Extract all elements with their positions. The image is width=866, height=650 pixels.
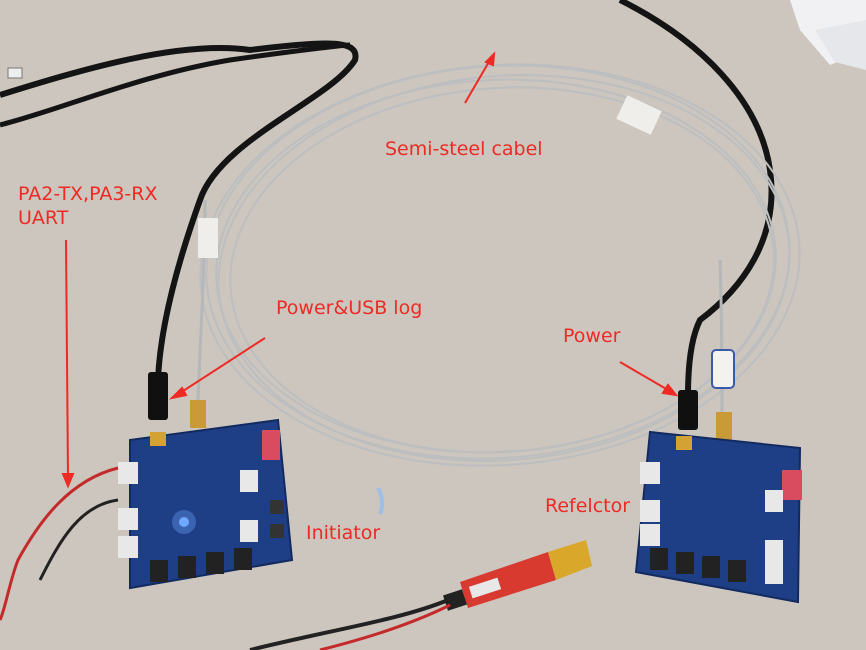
initiator-board [118, 418, 294, 590]
small-connector [7, 67, 23, 79]
reflector-board [634, 430, 802, 604]
black-cable [0, 42, 351, 128]
reflector-label: Refelctor [545, 495, 631, 517]
paper-sheet [815, 20, 866, 70]
uart-pins-text: PA2-TX,PA3-RX [18, 183, 158, 205]
power-usb-log-label: Power&USB log [276, 297, 423, 319]
power-label: Power [563, 325, 621, 347]
usb-plug [148, 372, 168, 420]
uart-text: UART [18, 207, 69, 229]
steel-cable-lead [718, 259, 724, 416]
annotation-arrows [61, 51, 679, 489]
black-cable [0, 40, 359, 381]
cable-tie [376, 487, 385, 515]
usb-dongle-wire [319, 603, 451, 650]
usb-dongle-wire [249, 598, 449, 650]
sma-connector [716, 412, 732, 440]
ferrite-bead [711, 349, 735, 389]
tape-wrap [616, 95, 662, 135]
semi-steel-cable-label: Semi-steel cabel [385, 138, 543, 160]
uart-label: PA2-TX,PA3-RX UART [18, 182, 158, 230]
uart-wire-red [0, 466, 119, 621]
uart-wire-black [38, 498, 119, 581]
usb-dongle [443, 540, 592, 611]
usb-plug [678, 390, 698, 430]
sma-connector [190, 400, 206, 428]
tape-wrap [198, 218, 218, 258]
initiator-label: Initiator [306, 522, 381, 544]
